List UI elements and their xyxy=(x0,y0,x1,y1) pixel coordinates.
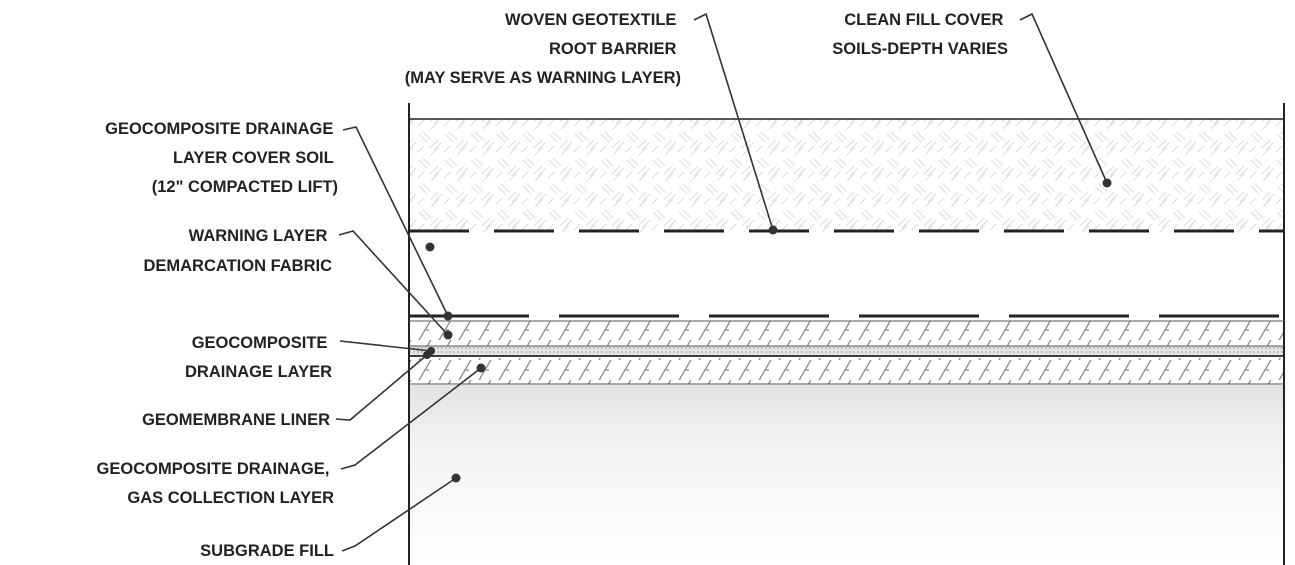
dot-gas-collection xyxy=(476,363,486,373)
leader-geomembrane-liner xyxy=(335,354,428,421)
warning-layer-label: WARNING LAYER DEMARCATION FABRIC xyxy=(143,227,332,275)
subgrade-fill-label: SUBGRADE FILL xyxy=(200,542,334,560)
upper-hatch-layer xyxy=(409,321,1284,346)
woven-geotextile-label: WOVEN GEOTEXTILE ROOT BARRIER (MAY SERVE… xyxy=(405,11,681,87)
dot-clean-fill-cover xyxy=(1102,178,1112,188)
geocomposite-drainage-label: GEOCOMPOSITE DRAINAGE LAYER xyxy=(185,334,332,381)
clean-fill-cover-label: CLEAN FILL COVER SOILS-DEPTH VARIES xyxy=(832,11,1008,58)
dot-cover-soil-interior xyxy=(425,242,435,252)
leader-gas-collection xyxy=(340,367,482,470)
leader-subgrade-fill xyxy=(341,477,457,552)
lower-hatch-layer xyxy=(409,358,1284,384)
dot-woven-geotextile xyxy=(768,225,778,235)
gas-collection-label: GEOCOMPOSITE DRAINAGE, GAS COLLECTION LA… xyxy=(97,460,335,507)
subgrade-fill-layer xyxy=(409,385,1284,560)
geocomposite-cover-soil-label: GEOCOMPOSITE DRAINAGE LAYER COVER SOIL (… xyxy=(105,120,338,196)
geomembrane-band xyxy=(409,346,1284,356)
leader-woven-geotextile xyxy=(693,12,774,231)
clean-fill-cover-layer xyxy=(409,119,1284,232)
dot-warning-layer xyxy=(443,330,453,340)
leader-warning-layer xyxy=(338,230,449,336)
leader-geocomposite-drainage xyxy=(339,340,432,352)
geomembrane-liner-label: GEOMEMBRANE LINER xyxy=(142,411,330,429)
leader-geocomposite-cover-soil xyxy=(342,126,449,317)
dot-geomembrane-liner xyxy=(423,351,431,359)
leader-clean-fill-cover xyxy=(1019,12,1108,184)
dot-subgrade-fill xyxy=(451,473,461,483)
dot-geocomposite-cover-soil xyxy=(443,311,453,321)
